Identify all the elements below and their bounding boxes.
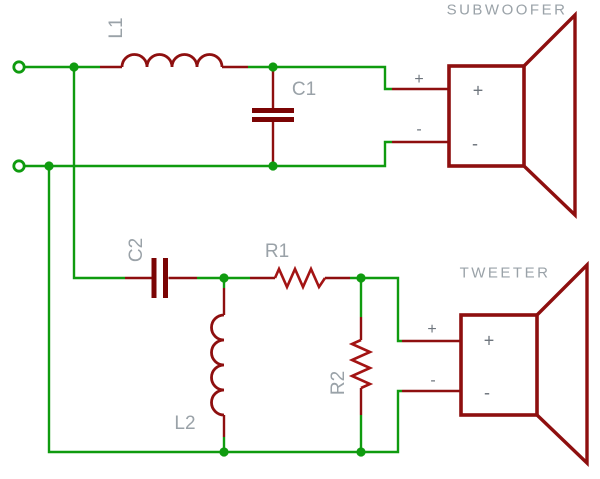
label-c1: C1 bbox=[291, 79, 317, 100]
wire-r1-to-tweeter-plus bbox=[350, 276, 402, 343]
capacitor-c2-plate-right bbox=[163, 258, 168, 298]
label-c2: C2 bbox=[126, 237, 147, 263]
label-r1: R1 bbox=[264, 241, 290, 262]
tweeter-pin-stubs bbox=[402, 339, 461, 393]
label-l1: L1 bbox=[106, 17, 127, 39]
tweeter-cone bbox=[535, 260, 589, 467]
tweeter-minus-terminal-mark: - bbox=[484, 382, 490, 403]
inductor-l2 bbox=[210, 313, 225, 417]
subwoofer-cone bbox=[522, 10, 577, 219]
label-l2: L2 bbox=[174, 413, 196, 434]
subwoofer-pin-stubs bbox=[392, 87, 449, 144]
junction-dot bbox=[356, 273, 366, 283]
input-terminal-negative bbox=[12, 159, 26, 173]
resistor-r2 bbox=[348, 338, 374, 390]
subwoofer-plus-terminal-mark: + bbox=[472, 80, 484, 101]
input-terminal-positive bbox=[12, 60, 26, 74]
junction-dot bbox=[268, 161, 278, 171]
wire-ground-rail-to-tweeter-minus bbox=[47, 166, 402, 454]
capacitor-c1-plate-top bbox=[252, 108, 294, 113]
junction-dot bbox=[356, 447, 366, 457]
tweeter-body bbox=[459, 313, 539, 417]
label-tweeter: TWEETER bbox=[459, 264, 551, 282]
resistor-r1 bbox=[273, 265, 327, 291]
wire-l1-to-subwoofer-plus bbox=[248, 65, 392, 91]
junction-dot bbox=[219, 447, 229, 457]
subwoofer-body bbox=[447, 64, 526, 168]
tweeter-plus-wire-mark: + bbox=[427, 321, 437, 338]
wire-input-negative-to-subwoofer-minus bbox=[25, 140, 392, 168]
junction-dot bbox=[219, 273, 229, 283]
label-r2: R2 bbox=[328, 370, 349, 396]
inductor-l1 bbox=[120, 53, 224, 68]
junction-dot bbox=[44, 161, 54, 171]
subwoofer-minus-wire-mark: - bbox=[416, 121, 422, 138]
capacitor-c2-plate-left bbox=[151, 258, 157, 298]
junction-dot bbox=[69, 62, 79, 72]
junction-dot bbox=[268, 62, 278, 72]
wire-input-positive-to-c2 bbox=[72, 67, 125, 280]
capacitor-c1-plate-bottom bbox=[252, 117, 294, 122]
subwoofer-minus-terminal-mark: - bbox=[472, 133, 478, 154]
tweeter-minus-wire-mark: - bbox=[430, 372, 436, 389]
label-subwoofer: SUBWOOFER bbox=[446, 1, 568, 19]
subwoofer-plus-wire-mark: + bbox=[414, 71, 424, 88]
tweeter-plus-terminal-mark: + bbox=[483, 330, 495, 351]
